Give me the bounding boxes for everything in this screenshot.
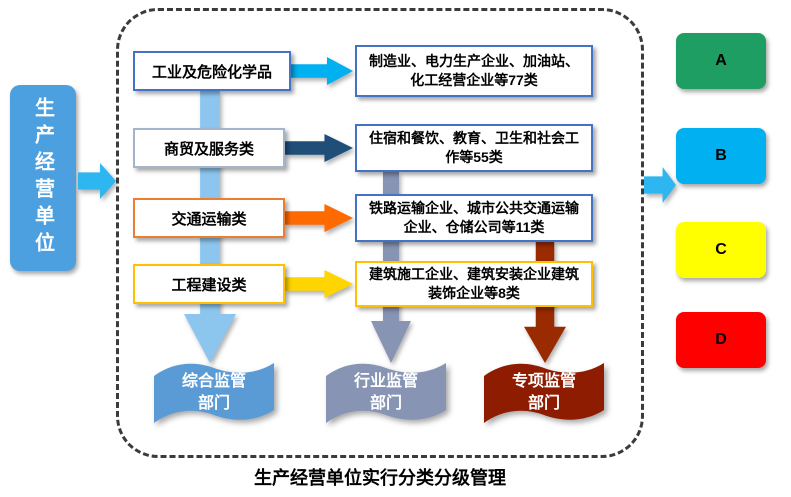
category-arrow-icon-industrial — [291, 57, 353, 85]
category-box-construction: 工程建设类 — [133, 264, 285, 304]
category-arrow-shape — [285, 134, 353, 162]
banner-wave-shape — [326, 363, 446, 423]
grade-box-d: D — [676, 312, 766, 368]
category-box-industrial-chemicals: 工业及危险化学品 — [133, 51, 291, 91]
grade-label-d: D — [715, 331, 727, 348]
description-text-commerce-services: 住宿和餐饮、教育、卫生和社会工作等55类 — [369, 130, 579, 165]
grade-box-c: C — [676, 222, 766, 278]
exit-arrow-icon — [644, 167, 676, 203]
category-box-commerce-services: 商贸及服务类 — [133, 128, 285, 168]
category-arrow-icon-commerce — [285, 134, 353, 162]
description-box-construction: 建筑施工企业、建筑安装企业建筑装饰企业等8类 — [355, 261, 593, 307]
diagram-caption: 生产经营单位实行分类分级管理 — [254, 468, 506, 488]
description-text-construction: 建筑施工企业、建筑安装企业建筑装饰企业等8类 — [369, 266, 579, 301]
department-label-comprehensive: 综合监管部门 — [181, 373, 246, 412]
classification-panel: 工业及危险化学品 制造业、电力生产企业、加油站、化工经营企业等77类 商贸及服务… — [116, 8, 644, 458]
category-arrow-icon-construction — [285, 270, 353, 298]
banner-wave-icon — [484, 363, 604, 423]
description-box-commerce-services: 住宿和餐饮、教育、卫生和社会工作等55类 — [355, 124, 593, 172]
description-text-transportation: 铁路运输企业、城市公共交通运输企业、仓储公司等11类 — [369, 200, 579, 235]
department-banner-industry: 行业监管部门 — [323, 358, 449, 428]
department-banner-comprehensive: 综合监管部门 — [151, 358, 277, 428]
grade-label-b: B — [715, 147, 727, 164]
category-arrow-shape — [285, 270, 353, 298]
grade-box-a: A — [676, 33, 766, 89]
source-unit-label: 生产经营单位 — [31, 97, 54, 259]
category-label-transportation: 交通运输类 — [171, 210, 247, 228]
category-arrow-shape — [291, 57, 353, 85]
source-unit-box: 生产经营单位 — [10, 85, 76, 271]
entry-arrow-shape — [78, 163, 116, 199]
category-box-transportation: 交通运输类 — [133, 198, 285, 238]
exit-arrow-shape — [644, 167, 676, 203]
banner-wave-shape — [154, 363, 274, 423]
entry-arrow-icon — [78, 163, 116, 199]
department-label-special: 专项监管部门 — [511, 373, 576, 412]
description-box-transportation: 铁路运输企业、城市公共交通运输企业、仓储公司等11类 — [355, 194, 593, 242]
grade-label-a: A — [715, 52, 727, 69]
category-arrow-shape — [285, 204, 353, 232]
banner-wave-icon — [326, 363, 446, 423]
department-label-industry: 行业监管部门 — [353, 373, 418, 412]
category-label-commerce-services: 商贸及服务类 — [163, 140, 254, 158]
category-arrow-icon-transportation — [285, 204, 353, 232]
banner-wave-icon — [154, 363, 274, 423]
grade-label-c: C — [715, 241, 727, 258]
description-box-industrial-chemicals: 制造业、电力生产企业、加油站、化工经营企业等77类 — [355, 45, 593, 97]
description-text-industrial-chemicals: 制造业、电力生产企业、加油站、化工经营企业等77类 — [369, 53, 579, 88]
grade-box-b: B — [676, 128, 766, 184]
category-label-construction: 工程建设类 — [171, 276, 247, 294]
banner-wave-shape — [484, 363, 604, 423]
category-label-industrial-chemicals: 工业及危险化学品 — [151, 63, 272, 81]
department-banner-special: 专项监管部门 — [481, 358, 607, 428]
